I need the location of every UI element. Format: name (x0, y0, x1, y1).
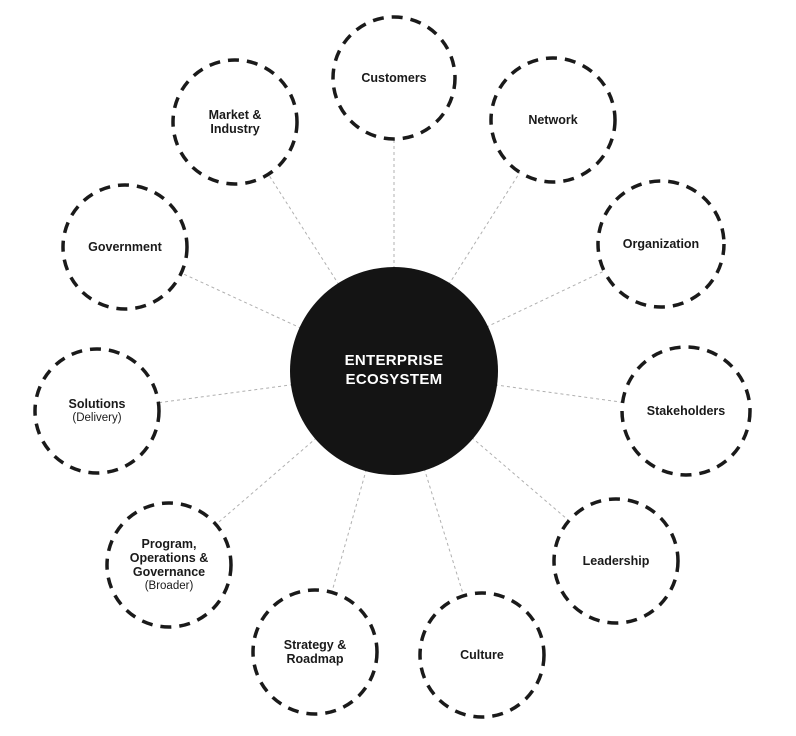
node-circle-strategy-roadmap (251, 588, 379, 716)
node-label-text: Strategy & Roadmap (283, 638, 347, 666)
node-label-text: Government (88, 240, 162, 254)
node-label-text: Program, Operations & Governance (129, 537, 209, 579)
node-label-text: Stakeholders (646, 404, 726, 418)
node-label-culture: Culture (437, 648, 527, 662)
node-label-text: Culture (460, 648, 504, 662)
node-circle-organization (596, 179, 726, 309)
node-label-network: Network (508, 113, 598, 127)
node-label-leadership: Leadership (566, 554, 666, 568)
hub-label: ENTERPRISE ECOSYSTEM (344, 352, 444, 388)
node-circle-network (489, 56, 617, 184)
node-label-text: Organization (622, 237, 700, 251)
node-sublabel-text: (Broader) (144, 580, 194, 592)
node-label-market-industry: Market & Industry (204, 108, 266, 136)
node-label-solutions: Solutions (Delivery) (52, 397, 142, 425)
hub-circle (290, 267, 498, 475)
node-label-strategy-roadmap: Strategy & Roadmap (280, 638, 350, 666)
node-circle-leadership (552, 497, 680, 625)
node-label-program-operations-governance: Program, Operations & Governance (Broade… (125, 537, 213, 593)
node-sublabel-text: (Delivery) (72, 412, 122, 424)
node-label-organization: Organization (606, 237, 716, 251)
satellite-circles (33, 15, 752, 719)
node-label-customers: Customers (349, 71, 439, 85)
node-label-text: Leadership (582, 554, 650, 568)
node-label-text: Customers (361, 71, 427, 85)
node-label-government: Government (75, 240, 175, 254)
node-circle-customers (331, 15, 457, 141)
node-circle-solutions (33, 347, 161, 475)
node-label-stakeholders: Stakeholders (631, 404, 741, 418)
node-circle-culture (418, 591, 546, 719)
node-circle-program-operations-governance (105, 501, 233, 629)
node-label-text: Solutions (68, 397, 126, 411)
node-label-text: Market & Industry (208, 108, 262, 136)
node-circle-market-industry (171, 58, 299, 186)
node-circle-government (61, 183, 189, 311)
node-circle-stakeholders (620, 345, 752, 477)
node-label-text: Network (528, 113, 578, 127)
